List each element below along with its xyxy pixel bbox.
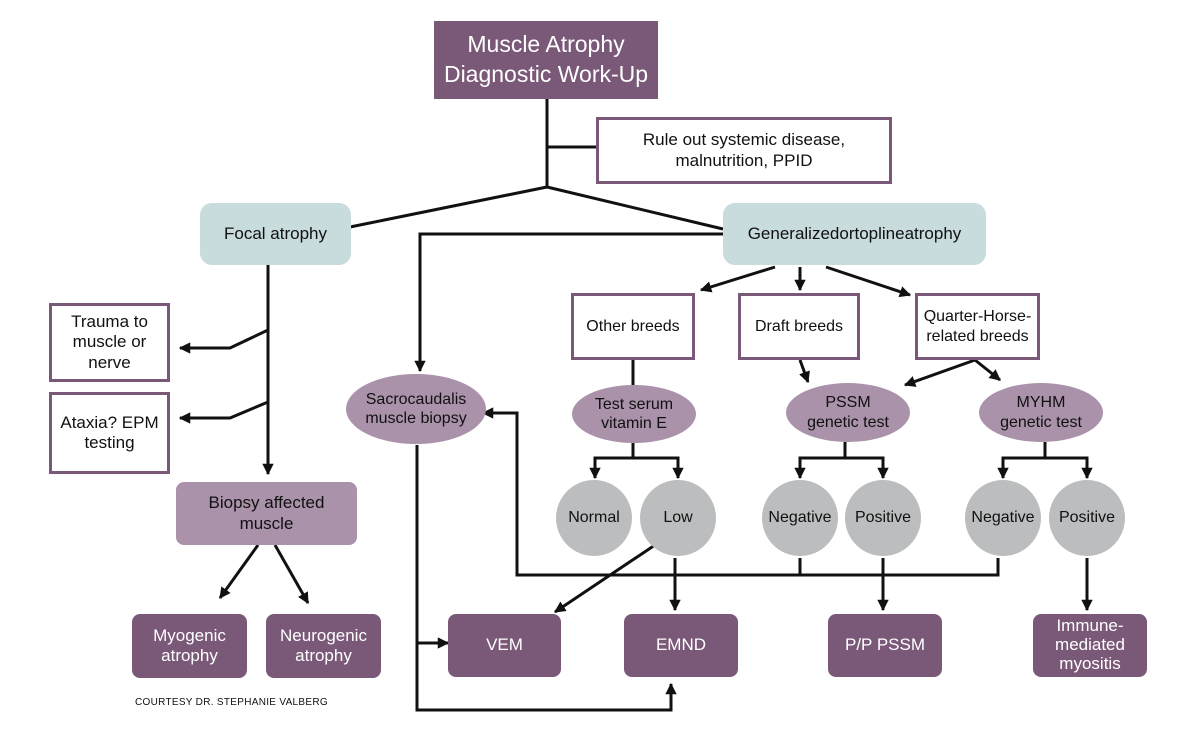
focal-atrophy-text: Focal atrophy: [224, 223, 327, 243]
myogenic-text: Myogenic atrophy: [153, 625, 226, 665]
connector-to-generalized: [546, 185, 724, 231]
arrow-to-ataxia: [178, 400, 269, 424]
arrow-to-myogenic: [218, 544, 260, 599]
neurogenic-text: Neurogenic atrophy: [280, 625, 367, 665]
vitamin-e-test-text: Test serum vitamin E: [594, 395, 674, 432]
vitamin-e-test-oval: Test serum vitamin E: [572, 385, 696, 443]
pp-pssm-box: P/P PSSM: [828, 614, 942, 677]
credit-text: COURTESY DR. STEPHANIE VALBERG: [135, 697, 328, 708]
pssm-positive-text: Positive: [854, 509, 912, 527]
connector-myhm-split-right: [1045, 456, 1093, 480]
biopsy-affected-text: Biopsy affected muscle: [208, 493, 325, 533]
emnd-text: EMND: [655, 635, 707, 655]
arrow-to-other-breeds: [699, 265, 776, 293]
arrow-qh-to-pssm: [903, 358, 976, 387]
arrow-to-qh-breeds: [825, 265, 912, 298]
normal-result-circle: Normal: [556, 480, 632, 556]
qh-breeds-box: Quarter-Horse- related breeds: [915, 293, 1040, 360]
draft-breeds-box: Draft breeds: [738, 293, 860, 360]
arrow-qh-to-myhm: [974, 358, 1001, 382]
title-box: Muscle Atrophy Diagnostic Work-Up: [434, 21, 658, 99]
connector-vite-split-right: [633, 456, 684, 480]
emnd-box: EMND: [624, 614, 738, 677]
arrow-biopsy-to-vem: [415, 445, 450, 649]
rule-out-box: Rule out systemic disease, malnutrition,…: [596, 117, 892, 184]
low-result-text: Low: [663, 509, 693, 527]
ataxia-box: Ataxia? EPM testing: [49, 392, 170, 474]
connector-to-focal: [349, 185, 548, 229]
myhm-test-text: MYHM genetic test: [1000, 394, 1082, 431]
rule-out-text: Rule out systemic disease, malnutrition,…: [642, 130, 846, 170]
pssm-negative-text: Negative: [768, 509, 832, 527]
connector-negative-loop: [481, 407, 1000, 577]
trauma-box: Trauma to muscle or nerve: [49, 303, 170, 382]
other-breeds-text: Other breeds: [586, 317, 680, 335]
pp-pssm-text: P/P PSSM: [845, 635, 925, 655]
other-breeds-box: Other breeds: [571, 293, 695, 360]
arrow-to-trauma: [178, 328, 269, 354]
generalized-atrophy-text: Generalizedortoplineatrophy: [747, 223, 962, 243]
pssm-negative-circle: Negative: [762, 480, 838, 556]
qh-breeds-text: Quarter-Horse- related breeds: [923, 308, 1032, 345]
immune-myositis-text: Immune- mediated myositis: [1055, 616, 1125, 673]
connector-pssm-split-right: [845, 456, 889, 480]
myhm-test-oval: MYHM genetic test: [979, 383, 1103, 442]
myhm-positive-circle: Positive: [1049, 480, 1125, 556]
immune-myositis-box: Immune- mediated myositis: [1033, 614, 1147, 677]
normal-result-text: Normal: [568, 509, 620, 527]
pssm-positive-circle: Positive: [845, 480, 921, 556]
pssm-test-text: PSSM genetic test: [807, 394, 889, 431]
pssm-test-oval: PSSM genetic test: [786, 383, 910, 442]
arrow-low-to-vem: [554, 543, 656, 614]
myhm-negative-circle: Negative: [965, 480, 1041, 556]
neurogenic-box: Neurogenic atrophy: [266, 614, 381, 678]
vem-text: VEM: [486, 635, 523, 655]
focal-atrophy-box: Focal atrophy: [200, 203, 351, 265]
myhm-negative-text: Negative: [971, 509, 1035, 527]
trauma-text: Trauma to muscle or nerve: [71, 311, 148, 372]
generalized-atrophy-box: Generalizedortoplineatrophy: [723, 203, 986, 265]
arrow-to-neurogenic: [273, 544, 310, 604]
ataxia-text: Ataxia? EPM testing: [60, 412, 159, 452]
connector-myhm-split: [997, 442, 1047, 480]
myhm-positive-text: Positive: [1058, 509, 1116, 527]
biopsy-affected-box: Biopsy affected muscle: [176, 482, 357, 545]
myogenic-box: Myogenic atrophy: [132, 614, 247, 678]
arrow-biopsy-to-emnd: [415, 643, 677, 712]
draft-breeds-text: Draft breeds: [754, 317, 844, 335]
arrow-to-sacrocaudalis: [414, 232, 723, 373]
connector-pssm-split: [794, 442, 847, 480]
low-result-circle: Low: [640, 480, 716, 556]
arrow-draft-to-pssm: [798, 359, 810, 384]
sacrocaudalis-biopsy-text: Sacrocaudalis muscle biopsy: [365, 390, 467, 427]
sacrocaudalis-biopsy-oval: Sacrocaudalis muscle biopsy: [346, 374, 486, 444]
vem-box: VEM: [448, 614, 561, 677]
connector-vite-split: [589, 443, 635, 480]
title-text: Muscle Atrophy Diagnostic Work-Up: [443, 31, 649, 87]
